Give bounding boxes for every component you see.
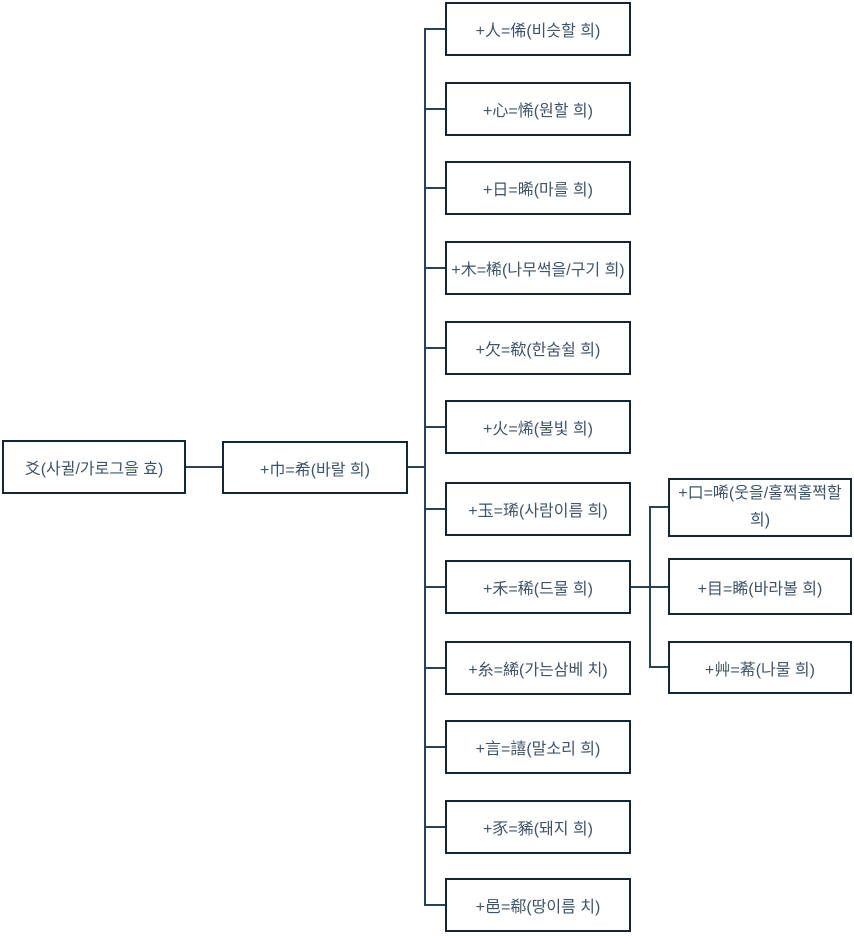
connector-line	[425, 28, 445, 30]
connector-line	[425, 746, 445, 748]
connector-line	[425, 108, 445, 110]
derived-node: +心=悕(원할 희)	[445, 82, 631, 136]
connector-trunk	[424, 28, 426, 906]
derived-node: +邑=郗(땅이름 치)	[445, 878, 631, 932]
derived-node: +禾=稀(드물 희)	[445, 560, 631, 614]
sub-derived-node: +目=睎(바라볼 희)	[668, 558, 852, 615]
root-node: 爻(사귈/가로그을 효)	[2, 440, 186, 494]
connector-line	[425, 267, 445, 269]
hui-node: +巾=希(바랄 희)	[222, 441, 408, 494]
sub-derived-node: +口=唏(웃을/훌쩍훌쩍할 희)	[668, 478, 852, 537]
derived-node: +欠=欷(한숨쉴 희)	[445, 321, 631, 375]
connector-line	[425, 426, 445, 428]
connector-line	[186, 466, 222, 468]
derived-node: +玉=琋(사람이름 희)	[445, 482, 631, 536]
derived-node: +糸=絺(가는삼베 치)	[445, 641, 631, 695]
derived-node: +火=烯(불빛 희)	[445, 400, 631, 454]
connector-line	[425, 187, 445, 189]
connector-line	[425, 586, 445, 588]
derived-node: +言=譆(말소리 희)	[445, 720, 631, 774]
connector-line	[651, 666, 668, 668]
connector-line	[425, 667, 445, 669]
derived-node: +豕=豨(돼지 희)	[445, 800, 631, 854]
derived-node: +日=晞(마를 희)	[445, 161, 631, 215]
connector-line	[425, 508, 445, 510]
connector-line	[425, 826, 445, 828]
connector-trunk	[649, 506, 651, 668]
sub-derived-node: +艸=莃(나물 희)	[668, 641, 852, 694]
connector-line	[425, 347, 445, 349]
connector-line	[425, 904, 445, 906]
derived-node: +人=俙(비슷할 희)	[445, 2, 631, 56]
connector-line	[651, 506, 668, 508]
connector-line	[408, 466, 425, 468]
derived-node: +木=桸(나무썩을/구기 희)	[445, 241, 631, 295]
